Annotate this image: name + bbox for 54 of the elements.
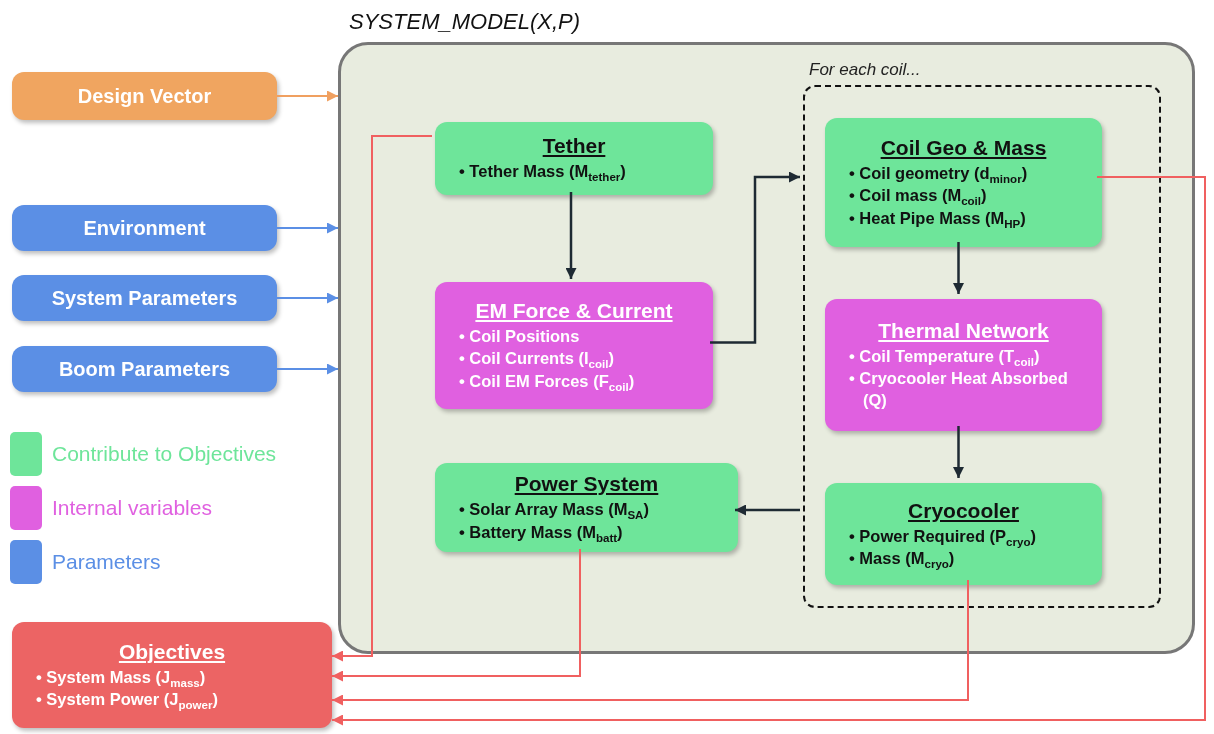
process-box <box>435 122 713 195</box>
process-box <box>435 463 738 552</box>
arrow <box>331 548 581 682</box>
list-item: • Coil Currents (I$_{coil}$) <box>459 348 615 370</box>
list-item: • System Mass (J$_{mass}$) <box>36 666 207 688</box>
list-item: • Coil mass (M$_{coil}$) <box>849 185 988 207</box>
box-heading: Coil Geo & Mass <box>880 136 1047 161</box>
arrow <box>710 171 800 344</box>
list-item: • Battery Mass (M$_{batt}$) <box>459 521 624 543</box>
arrow <box>953 242 964 294</box>
box-label: System Parameters <box>51 286 238 310</box>
list-item: • Solar Array Mass (M$_{SA}$) <box>459 499 650 521</box>
box-heading: EM Force & Current <box>475 299 673 324</box>
input-box <box>12 205 277 251</box>
process-box <box>825 483 1102 585</box>
arrow <box>276 363 339 375</box>
list-item: • System Power (J$_{power}$) <box>36 689 219 711</box>
legend-label: Parameters <box>52 550 161 574</box>
list-item: • Coil geometry (d$_{minor}$) <box>849 163 1029 185</box>
process-box <box>435 282 713 409</box>
legend-label: Internal variables <box>52 496 212 520</box>
arrow <box>565 192 577 279</box>
list-item: • Tether Mass (M$_{tether}$) <box>459 161 627 183</box>
process-box <box>825 118 1102 247</box>
process-box <box>825 299 1102 431</box>
box-heading: Power System <box>514 472 659 497</box>
list-item: • Coil Positions <box>459 326 581 348</box>
list-item: • Heat Pipe Mass (M$_{HP}$) <box>849 207 1027 229</box>
arrow <box>276 222 339 234</box>
input-box <box>12 72 277 120</box>
arrow <box>331 135 433 662</box>
box-heading: Objectives <box>118 639 226 664</box>
list-item: • Coil EM Forces (F$_{coil}$) <box>459 370 636 392</box>
arrow <box>953 426 964 478</box>
panel-heading: SYSTEM_MODEL(X,P) <box>349 9 581 35</box>
box-heading: Tether <box>542 134 606 159</box>
arrow <box>331 176 1206 726</box>
list-item: • Mass (M$_{cryo}$) <box>849 548 956 570</box>
box-label: Boom Parameters <box>58 357 231 381</box>
input-box <box>12 275 277 321</box>
list-item: • Power Required (P$_{cryo}$) <box>849 525 1037 547</box>
box-label: Environment <box>83 216 206 240</box>
legend-label: Contribute to Objectives <box>52 442 277 466</box>
arrow <box>331 579 969 706</box>
box-heading: Cryocooler <box>908 498 1019 523</box>
list-item: • Cryocooler Heat Absorbed (Q) <box>849 367 1069 412</box>
objectives-box <box>12 622 332 728</box>
input-box <box>12 346 277 392</box>
arrow <box>276 90 339 102</box>
arrow <box>276 292 339 304</box>
arrow <box>735 504 800 516</box>
list-item: • Coil Temperature (T$_{coil}$) <box>849 345 1041 367</box>
box-label: Design Vector <box>77 84 212 108</box>
box-heading: Thermal Network <box>878 318 1049 343</box>
